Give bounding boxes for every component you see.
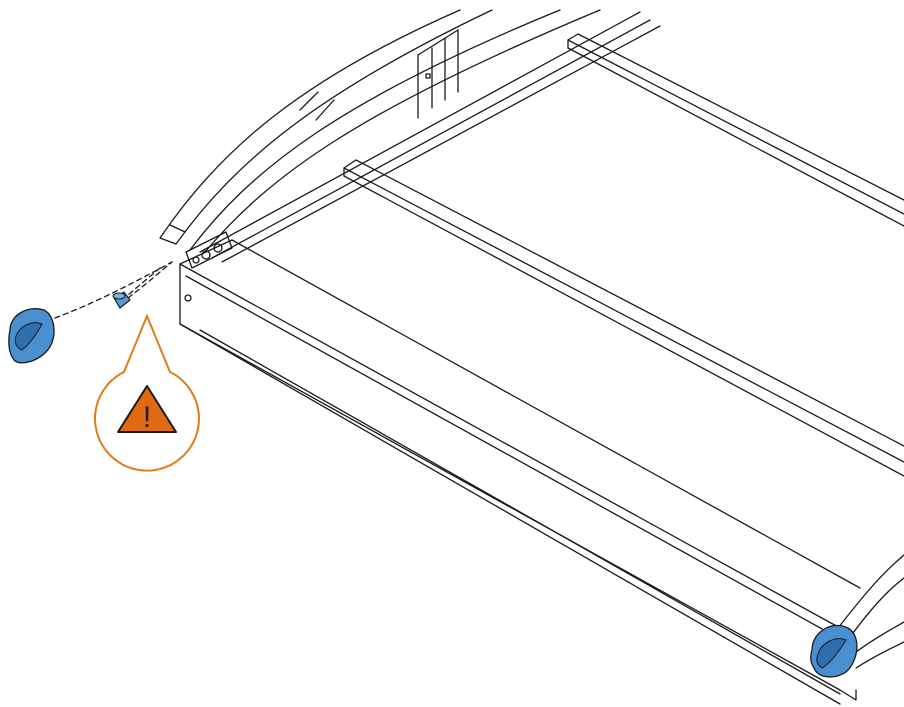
cross-bar-far	[567, 33, 904, 227]
rear-rail	[199, 11, 661, 263]
right-upright-tube	[837, 554, 904, 701]
installed-end-cap-icon	[810, 624, 858, 678]
assembly-guide-lines	[54, 261, 173, 319]
end-cap-icon	[8, 308, 55, 364]
warning-triangle-icon: !	[143, 401, 151, 434]
upright-tube	[159, 9, 601, 253]
warning-callout: !	[94, 313, 200, 472]
plug-icon	[112, 291, 131, 309]
front-rail	[179, 239, 861, 705]
cross-bar-middle	[343, 159, 904, 477]
vertical-post	[417, 29, 459, 119]
